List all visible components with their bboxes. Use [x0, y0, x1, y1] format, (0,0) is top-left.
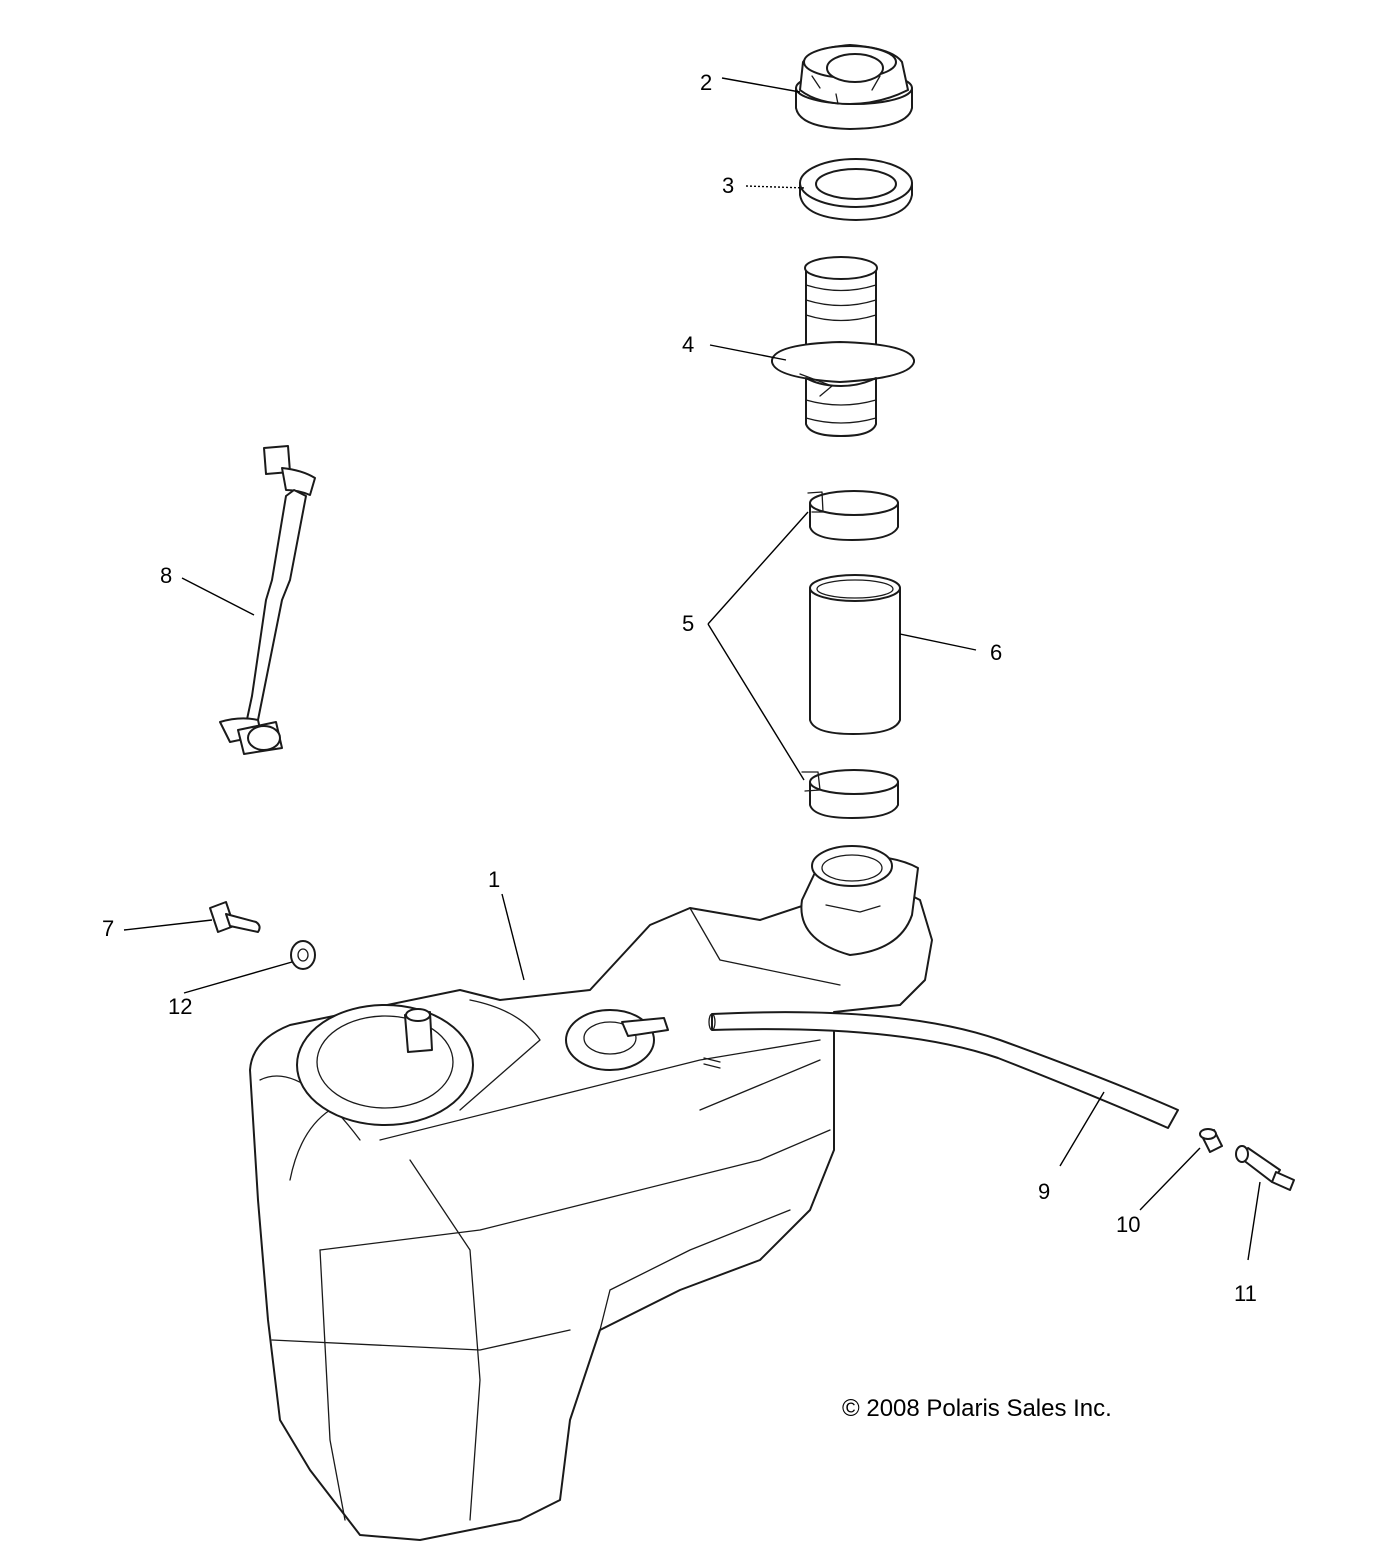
callout-labels: 2 3 4 5 6 8 7 12 1 9 10 11	[102, 70, 1257, 1306]
callout-2: 2	[700, 70, 712, 95]
leader-5a	[707, 511, 809, 625]
cap-gasket-part	[799, 158, 913, 221]
callout-3: 3	[722, 173, 734, 198]
leader-9	[1059, 1091, 1105, 1167]
leader-lines	[123, 77, 1261, 1261]
vent-hose-part	[219, 445, 316, 755]
callout-6: 6	[990, 640, 1002, 665]
leader-10	[1139, 1147, 1201, 1211]
callout-7: 7	[102, 916, 114, 941]
filler-hose-part	[809, 574, 901, 735]
fuel-line-part	[708, 1011, 1179, 1129]
leader-11	[1247, 1181, 1261, 1261]
leader-2	[721, 77, 801, 93]
leader-4	[709, 344, 787, 361]
plug-part	[1199, 1128, 1223, 1153]
callout-5: 5	[682, 611, 694, 636]
bolt-part	[209, 901, 261, 933]
callout-9: 9	[1038, 1179, 1050, 1204]
quick-connect-fitting-part	[1235, 1145, 1295, 1191]
callout-11: 11	[1234, 1281, 1257, 1306]
filler-neck-part	[771, 256, 915, 437]
washer-part	[290, 940, 316, 970]
callout-4: 4	[682, 332, 694, 357]
callout-1: 1	[488, 867, 500, 892]
leader-8	[181, 577, 255, 616]
hose-clamp-lower-part	[801, 769, 899, 819]
callout-12: 12	[168, 994, 192, 1019]
leader-6	[899, 633, 977, 651]
callout-10: 10	[1116, 1212, 1140, 1237]
hose-clamp-upper-part	[807, 490, 899, 541]
leader-12	[183, 961, 293, 994]
fuel-tank-part	[249, 845, 933, 1541]
leader-1	[501, 893, 525, 981]
fuel-cap-part	[795, 44, 913, 130]
callout-8: 8	[160, 563, 172, 588]
leader-7	[123, 919, 213, 931]
leader-5b	[707, 623, 805, 781]
copyright-notice: © 2008 Polaris Sales Inc.	[842, 1395, 1112, 1422]
leader-3	[745, 185, 807, 189]
